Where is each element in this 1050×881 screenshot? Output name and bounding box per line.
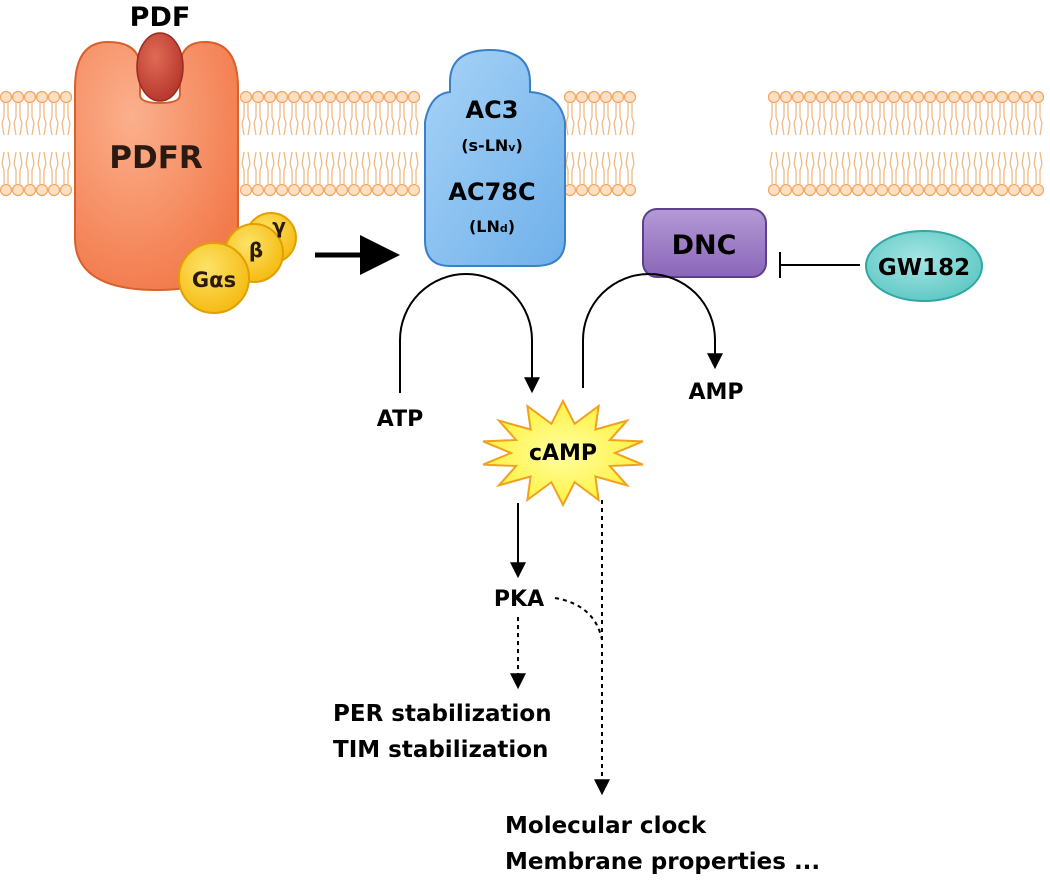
inhibition-line [779, 252, 860, 278]
g-protein-complex: Gαs β γ [178, 212, 297, 314]
atp-to-camp-arrow [399, 273, 540, 394]
g-alpha-label: Gαs [192, 268, 236, 292]
ac3-subtitle: (s-LNv) [461, 136, 523, 155]
pka-label: PKA [494, 587, 544, 612]
ac3-label: AC3 [466, 96, 519, 124]
pka-effect-1: PER stabilization [333, 701, 552, 727]
dnc-label: DNC [672, 230, 737, 261]
lipid-bilayer-membrane [0, 90, 1045, 197]
amp-label: AMP [688, 380, 743, 405]
adenylyl-cyclase: AC3 (s-LNv) AC78C (LNd) [424, 48, 566, 267]
pka-effect-2: TIM stabilization [333, 737, 548, 763]
pdfr-receptor: PDFR [74, 40, 239, 292]
gw182-label: GW182 [878, 255, 970, 281]
dnc-phosphodiesterase: DNC [642, 208, 767, 278]
camp-to-amp-arrow [582, 273, 723, 388]
atp-label: ATP [377, 407, 423, 432]
camp-effect-2: Membrane properties ... [505, 849, 820, 875]
camp-starburst: cAMP [482, 398, 644, 508]
g-alpha-subunit [178, 242, 250, 314]
g-beta-label: β [249, 238, 263, 262]
camp-label: cAMP [529, 441, 597, 466]
pdf-ligand: PDF [130, 2, 191, 102]
camp-effect-1: Molecular clock [505, 813, 707, 839]
pka-to-effects-curve [554, 597, 603, 641]
pdfr-label: PDFR [109, 140, 203, 176]
pdf-label: PDF [130, 2, 191, 33]
ac78c-subtitle: (LNd) [469, 217, 515, 236]
gw182-protein: GW182 [865, 230, 983, 302]
ac78c-label: AC78C [448, 178, 535, 206]
g-gamma-label: γ [272, 214, 286, 238]
